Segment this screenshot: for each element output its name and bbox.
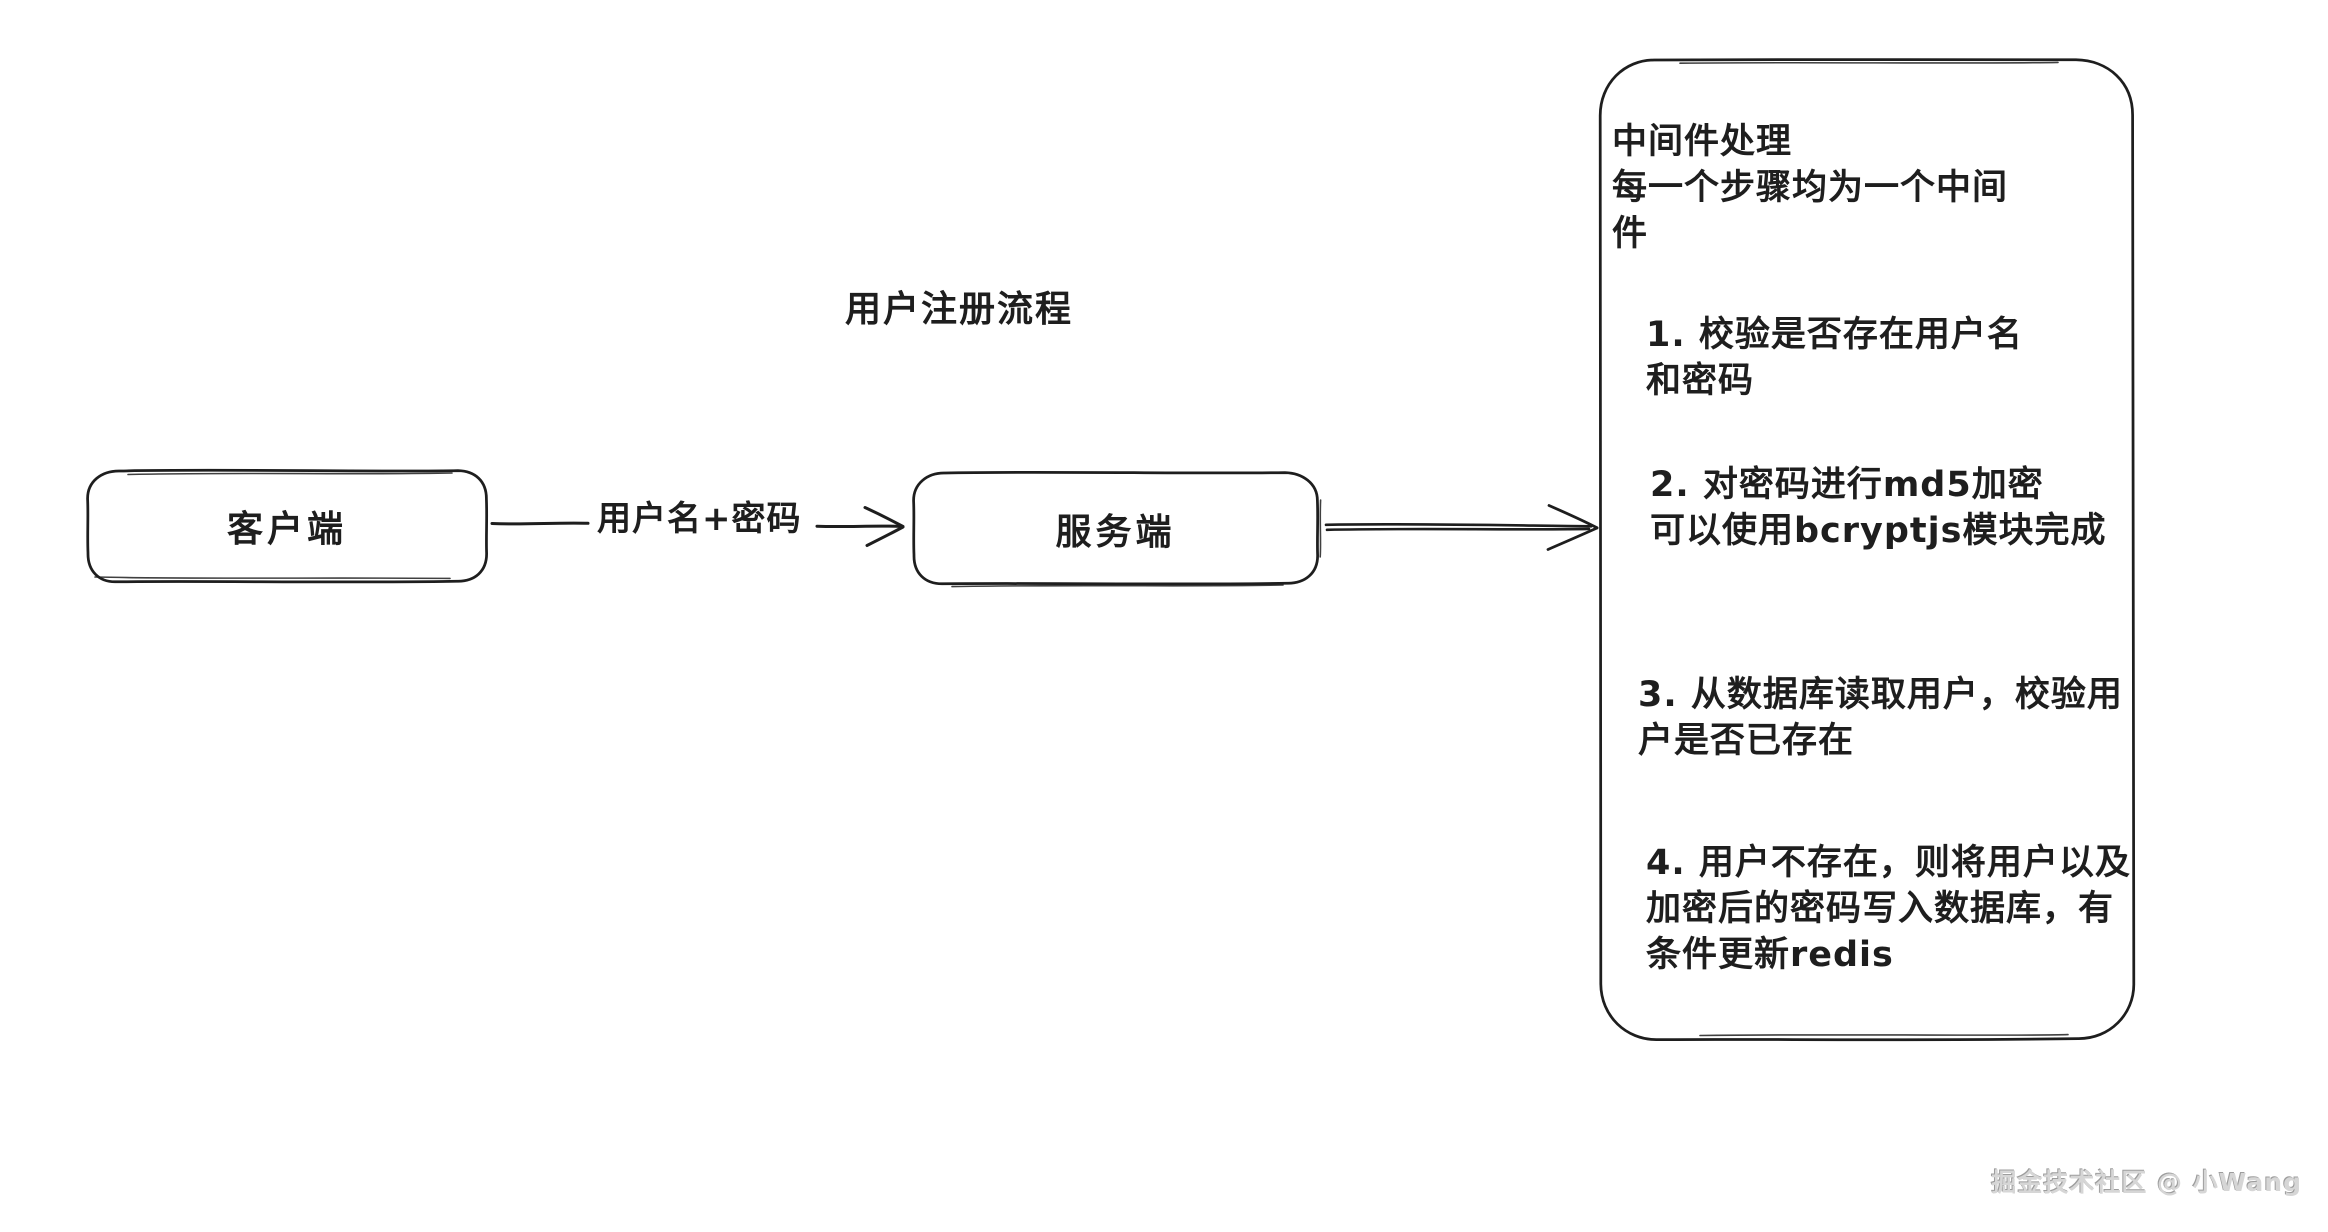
- server-box-overdraw: [951, 499, 1322, 588]
- client-server-arrowhead-lower: [865, 525, 905, 547]
- middleware-box-outline: [1598, 58, 2136, 1042]
- server-node: 服务端: [913, 472, 1318, 585]
- client-node: 客户端: [87, 470, 487, 582]
- middleware-node: 中间件处理 每一个步骤均为一个中间 件 1. 校验是否存在用户名 和密码 2. …: [1600, 59, 2134, 1040]
- middleware-step-3: 3. 从数据库读取用户，校验用 户是否已存在: [1638, 675, 2123, 761]
- server-middleware-arrowhead-lower: [1546, 526, 1599, 551]
- server-label: 服务端: [1055, 511, 1176, 553]
- server-box-outline: [912, 470, 1320, 586]
- client-server-arrow-shaft-left: [490, 521, 590, 526]
- server-middleware-arrow-shaft-lower: [1325, 527, 1591, 532]
- server-middleware-arrow-shaft-upper: [1324, 522, 1593, 528]
- middleware-step-1: 1. 校验是否存在用户名 和密码: [1646, 315, 2023, 401]
- server-middleware-arrowhead-upper: [1547, 504, 1599, 530]
- middleware-box-overdraw: [1679, 61, 2069, 1037]
- middleware-step-4: 4. 用户不存在，则将用户以及 加密后的密码写入数据库，有 条件更新redis: [1646, 843, 2131, 975]
- client-box-overdraw: [94, 472, 453, 580]
- diagram-title: 用户注册流程: [845, 289, 1074, 330]
- watermark: 掘金技术社区 @ 小Wang: [1991, 1168, 2302, 1197]
- middleware-step-2: 2. 对密码进行md5加密 可以使用bcryptjs模块完成: [1650, 465, 2107, 551]
- client-label: 客户端: [226, 509, 347, 550]
- middleware-intro: 中间件处理 每一个步骤均为一个中间 件: [1612, 122, 2009, 254]
- client-server-arrowhead-upper: [863, 506, 905, 528]
- client-box-outline: [86, 468, 489, 584]
- edge-label-username-password: 用户名+密码: [597, 497, 802, 541]
